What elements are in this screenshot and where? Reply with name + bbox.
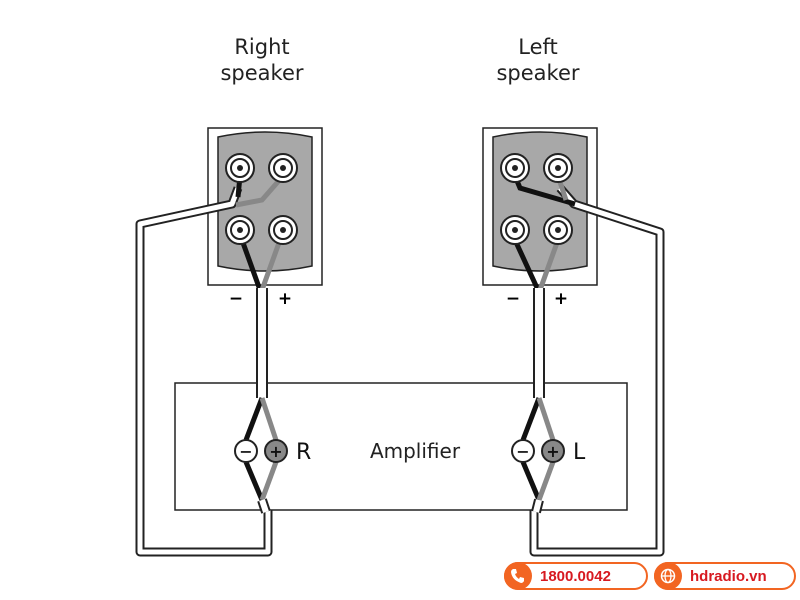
left-speaker-terminal-posts bbox=[500, 153, 573, 245]
left-speaker-label-line2: speaker bbox=[496, 61, 579, 85]
right-speaker-plus-label: + bbox=[278, 289, 292, 309]
globe-icon bbox=[654, 562, 682, 590]
right-channel-label: R bbox=[296, 440, 311, 465]
website-badge[interactable]: hdradio.vn bbox=[654, 562, 796, 590]
right-speaker-minus-label: − bbox=[229, 289, 243, 309]
left-speaker-label-line1: Left bbox=[518, 35, 558, 59]
left-speaker-minus-label: − bbox=[506, 289, 520, 309]
right-amp-plus-terminal: + bbox=[264, 439, 288, 463]
left-speaker-plus-label: + bbox=[554, 289, 568, 309]
phone-number: 1800.0042 bbox=[540, 567, 611, 585]
left-channel-label: L bbox=[573, 440, 586, 465]
right-speaker-terminal-posts bbox=[225, 153, 298, 245]
svg-text:−: − bbox=[516, 442, 529, 461]
amplifier-box bbox=[174, 382, 628, 511]
left-amp-minus-terminal: − bbox=[511, 439, 535, 463]
amplifier-label: Amplifier bbox=[370, 439, 461, 463]
right-amp-minus-terminal: − bbox=[234, 439, 258, 463]
phone-badge[interactable]: 1800.0042 bbox=[504, 562, 648, 590]
svg-text:+: + bbox=[546, 442, 559, 461]
phone-icon bbox=[504, 562, 532, 590]
svg-text:+: + bbox=[269, 442, 282, 461]
left-amp-plus-terminal: + bbox=[541, 439, 565, 463]
svg-text:−: − bbox=[239, 442, 252, 461]
website-link[interactable]: hdradio.vn bbox=[690, 567, 767, 585]
right-speaker-label-line2: speaker bbox=[220, 61, 303, 85]
wiring-diagram: Right speaker Left speaker Amplifier bbox=[135, 35, 665, 557]
right-speaker-label-line1: Right bbox=[234, 35, 289, 59]
